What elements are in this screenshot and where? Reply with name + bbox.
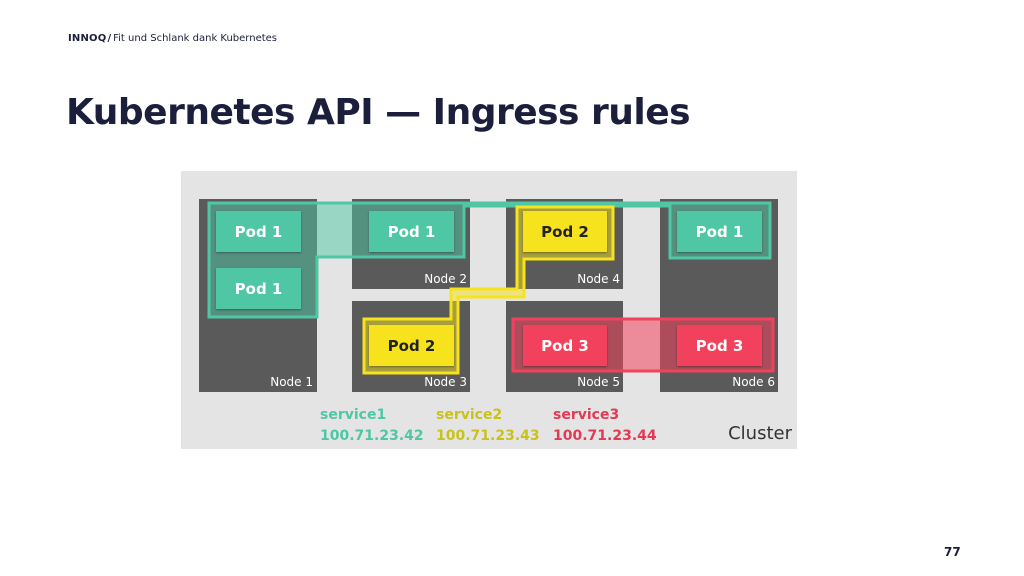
slide-title: Kubernetes API — Ingress rules	[66, 92, 691, 133]
pod-3-node-6: Pod 3	[677, 325, 762, 366]
service3-name: service3	[553, 407, 620, 423]
pod-1-node-2: Pod 1	[369, 211, 454, 252]
service3-legend: service3 100.71.23.44	[553, 405, 657, 447]
pod-2-node-3: Pod 2	[369, 325, 454, 366]
node-label: Node 2	[424, 272, 467, 286]
cluster-label: Cluster	[728, 423, 792, 444]
node-label: Node 1	[270, 375, 313, 389]
header-separator: /	[107, 33, 112, 44]
service3-ip: 100.71.23.44	[553, 428, 657, 444]
pod-2-node-4: Pod 2	[523, 211, 607, 252]
service1-name: service1	[320, 407, 387, 423]
service1-legend: service1 100.71.23.42	[320, 405, 424, 447]
node-label: Node 5	[577, 375, 620, 389]
pod-1-node-1-top: Pod 1	[216, 211, 301, 252]
service1-ip: 100.71.23.42	[320, 428, 424, 444]
service2-name: service2	[436, 407, 503, 423]
pod-1-node-6: Pod 1	[677, 211, 762, 252]
page-number: 77	[944, 545, 961, 559]
node-label: Node 3	[424, 375, 467, 389]
node-label: Node 4	[577, 272, 620, 286]
slide-header: INNOQ/Fit und Schlank dank Kubernetes	[68, 33, 277, 44]
brand-logo: INNOQ	[68, 33, 107, 44]
presentation-title: Fit und Schlank dank Kubernetes	[113, 33, 278, 44]
cluster-diagram: Node 1 Node 2 Node 3 Node 4 Node 5 Node …	[181, 171, 797, 449]
pod-3-node-5: Pod 3	[523, 325, 607, 366]
pod-1-node-1-bottom: Pod 1	[216, 268, 301, 309]
node-label: Node 6	[732, 375, 775, 389]
service2-ip: 100.71.23.43	[436, 428, 540, 444]
service1-group-outline	[207, 201, 772, 319]
service2-legend: service2 100.71.23.43	[436, 405, 540, 447]
